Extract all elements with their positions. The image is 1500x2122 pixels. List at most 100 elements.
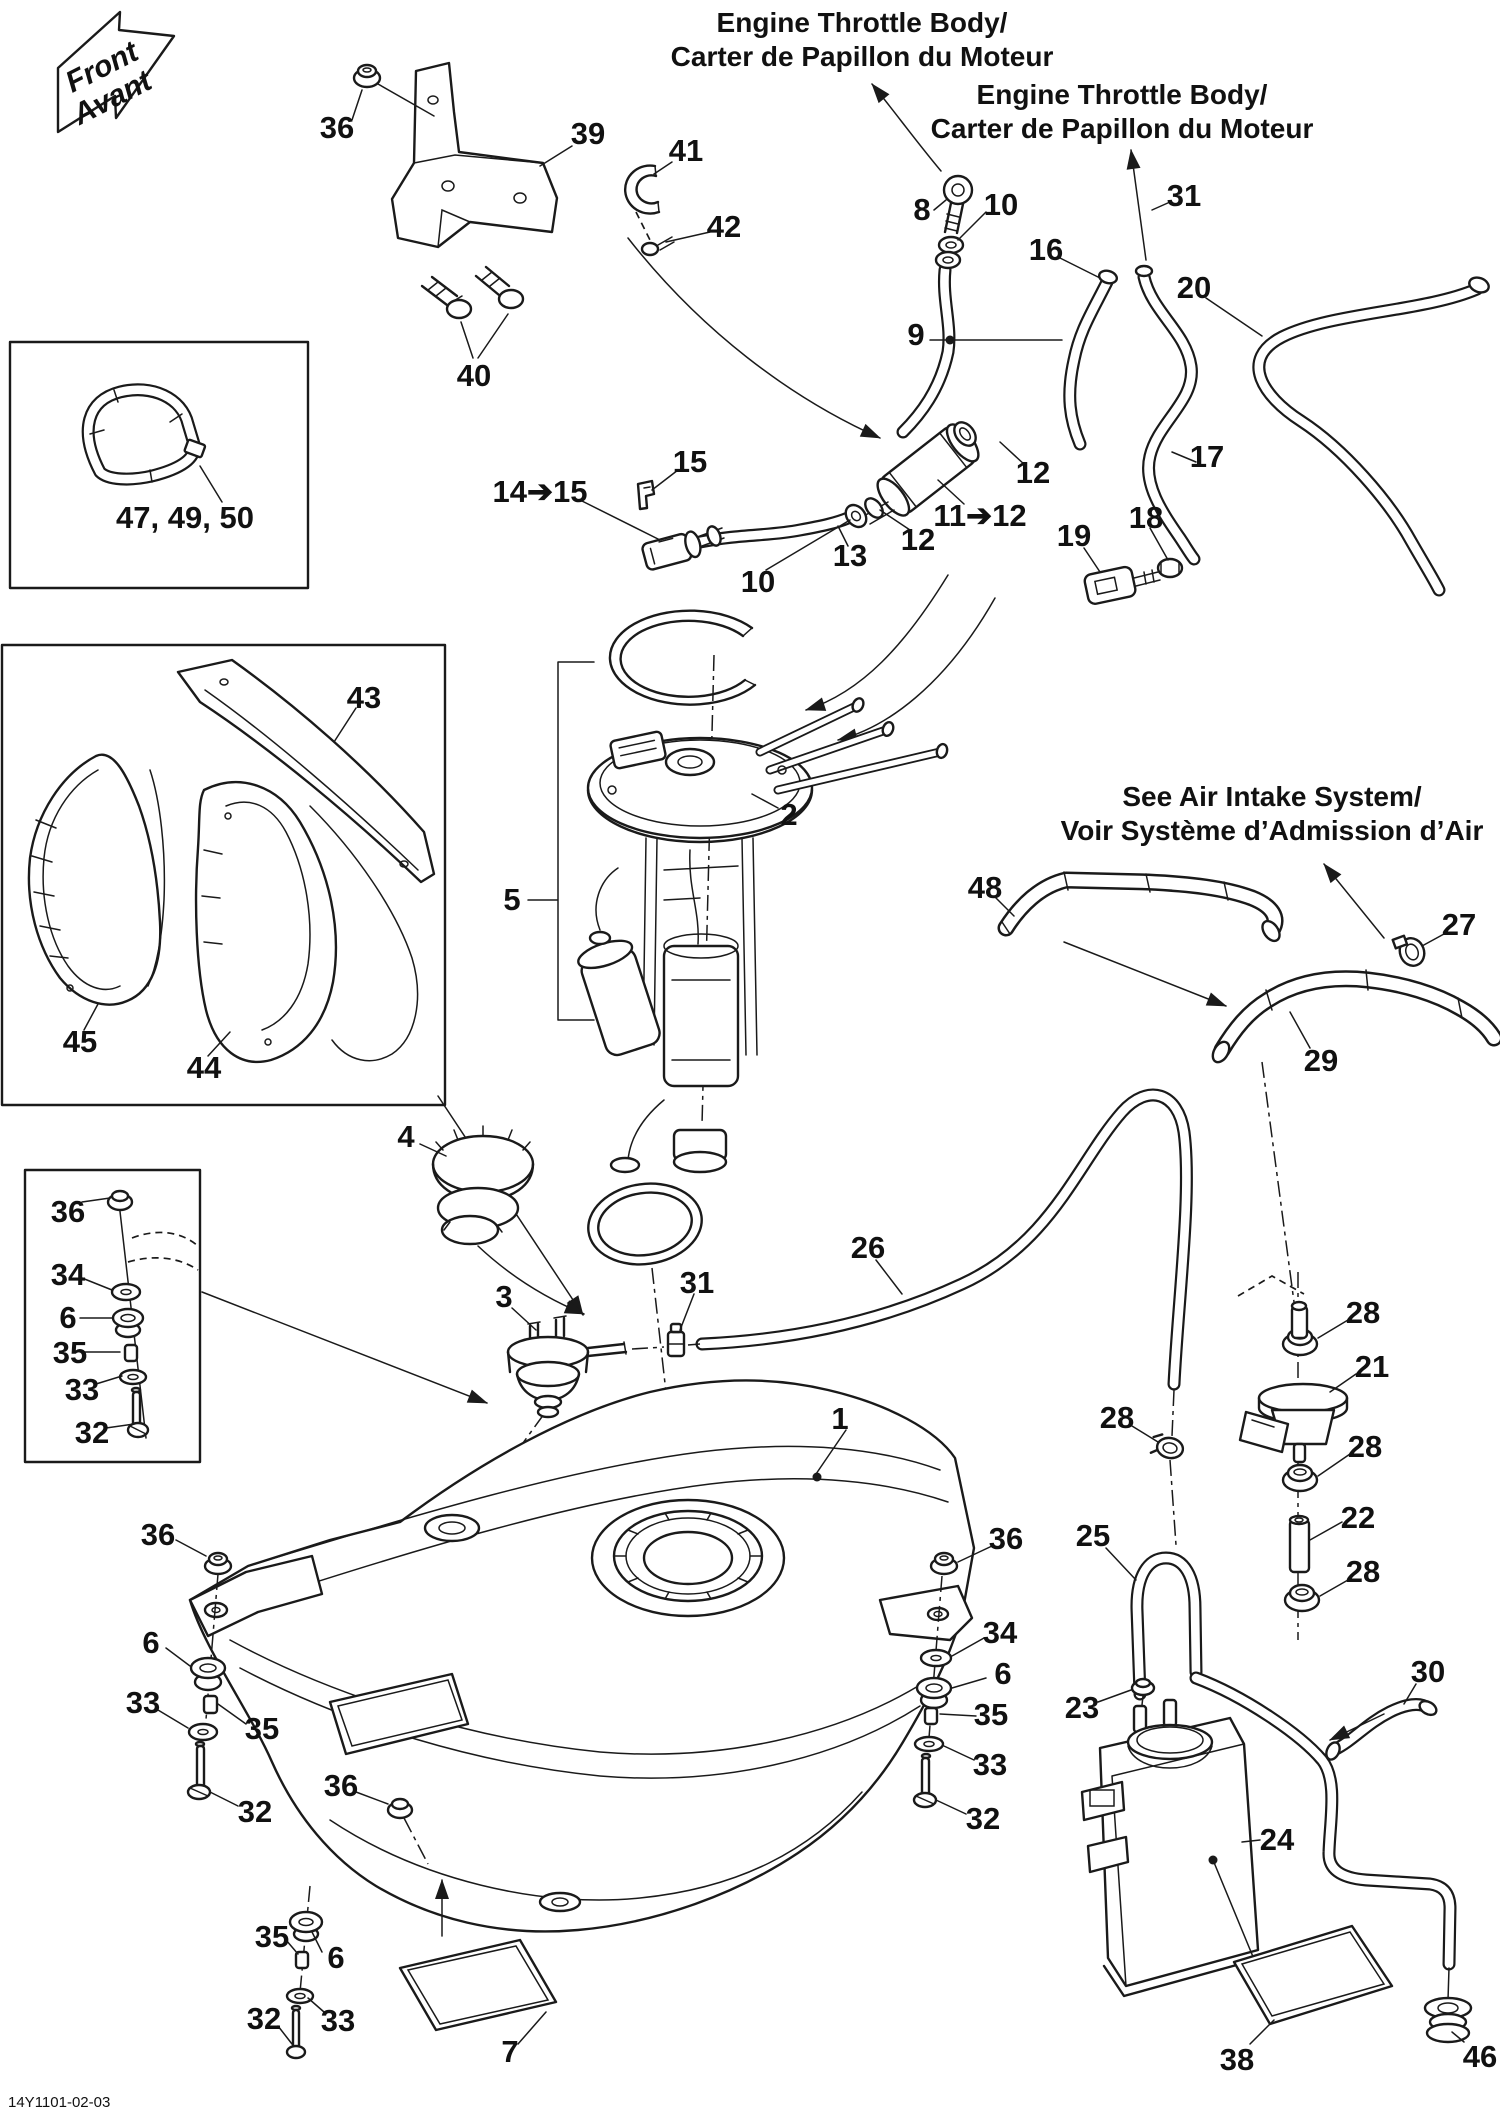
part-callout: 22 [1340,1500,1376,1535]
note-line: Carter de Papillon du Moteur [930,113,1314,144]
part-callout: 45 [62,1024,98,1059]
part-callout: 34 [982,1615,1018,1650]
part-callout: 36 [140,1517,176,1552]
part-callout: 32 [246,2001,282,2036]
part-callout: 32 [237,1794,273,1829]
part-callout: 38 [1219,2042,1255,2077]
part-callout: 34 [50,1257,86,1292]
note-line: Carter de Papillon du Moteur [670,41,1054,72]
part-callout: 31 [1166,178,1202,213]
part-callout: 36 [988,1521,1024,1556]
part-callout: 33 [125,1685,161,1720]
part-callout: 6 [327,1940,345,1975]
part-callout: 28 [1347,1429,1383,1464]
part-callout: 33 [320,2003,356,2038]
part-callout: 12 [1015,455,1051,490]
part-callout: 6 [59,1300,77,1335]
detail-box-frames [0,340,447,1464]
fuel-filter-assembly [636,174,1184,605]
part-callout: 41 [668,133,704,168]
part-callout: 29 [1303,1043,1339,1078]
part-callout: 39 [570,116,606,151]
part-callout: 46 [1462,2039,1498,2074]
canister-assembly [1080,1389,1473,2044]
fuel-pump-module [527,609,949,1553]
drawing-code: 14Y1101-02-03 [8,2094,111,2111]
part-callout: 31 [679,1265,715,1300]
part-callout: 35 [254,1919,290,1954]
part-callout: 6 [994,1656,1012,1691]
part-callout: 12 [900,522,936,557]
part-callout: 16 [1028,232,1064,267]
part-callout: 20 [1176,270,1212,305]
part-callout: 44 [186,1050,222,1085]
part-callout: 30 [1410,1654,1446,1689]
part-callout: 33 [972,1747,1008,1782]
detail-foam-panels [27,658,584,1316]
part-callout: 1 [831,1401,849,1436]
note-line: Voir Système d’Admission d’Air [1060,815,1484,846]
part-callout: 10 [740,564,776,599]
part-callout: 27 [1441,907,1477,942]
note-air-intake: See Air Intake System/ Voir Système d’Ad… [1061,780,1484,848]
part-callout: 8 [913,192,931,227]
part-callout: 21 [1354,1349,1390,1384]
part-callout: 4 [397,1119,415,1154]
part-callout: 14➔15 [492,474,588,509]
callout-leader-lines [79,89,1465,2045]
part-callout: 35 [973,1697,1009,1732]
part-callout: 18 [1128,500,1164,535]
part-callout: 36 [319,110,355,145]
purge-valve-column [1238,1272,1349,1640]
part-callout: 9 [907,317,925,352]
part-callout: 3 [495,1279,513,1314]
part-callout: 28 [1099,1400,1135,1435]
note-engine-throttle-top: Engine Throttle Body/ Carter de Papillon… [671,6,1054,74]
note-engine-throttle-right: Engine Throttle Body/ Carter de Papillon… [931,78,1314,146]
tank-pad [398,1879,558,2032]
part-callout: 5 [503,882,521,917]
part-callout: 10 [983,187,1019,222]
part-callout: 7 [501,2034,519,2069]
part-callout: 2 [780,797,798,832]
part-callout: 26 [850,1230,886,1265]
part-callout: 35 [52,1335,88,1370]
fuel-hoses [693,263,1500,1971]
part-callout: 35 [244,1711,280,1746]
part-callout: 32 [74,1415,110,1450]
note-line: Engine Throttle Body/ [976,79,1268,110]
tank-vent-valve [469,1315,701,1517]
part-callout: 40 [456,358,492,393]
fuel-tank [188,1291,976,1933]
part-callout: 33 [64,1372,100,1407]
part-callout: 13 [832,538,868,573]
part-callout: 15 [672,444,708,479]
part-callout: 25 [1075,1518,1111,1553]
part-callout: 42 [706,209,742,244]
part-callout: 36 [50,1194,86,1229]
part-callout: 11➔12 [933,498,1027,533]
annotation-arrows [627,83,1385,1741]
tank-mount-hardware [186,1551,959,2060]
part-callout: 47, 49, 50 [116,500,254,535]
part-callout: 24 [1259,1822,1295,1857]
part-callout: 43 [346,680,382,715]
part-callout: 48 [967,870,1003,905]
part-callout: 6 [142,1625,160,1660]
part-callout: 28 [1345,1295,1381,1330]
part-callout: 36 [323,1768,359,1803]
detail-mount-hardware [106,1189,199,1439]
mounting-bracket-assembly [352,61,675,320]
note-line: See Air Intake System/ [1122,781,1422,812]
detail-handle-hose [81,383,223,503]
fuel-cap [431,1125,585,1315]
note-line: Engine Throttle Body/ [716,7,1008,38]
part-callout: 17 [1189,439,1225,474]
part-callout: 19 [1056,518,1092,553]
part-callout: 32 [965,1801,1001,1836]
part-callout: 28 [1345,1554,1381,1589]
part-callout: 23 [1064,1690,1100,1725]
front-direction-arrow: Front Avant [56,10,176,134]
